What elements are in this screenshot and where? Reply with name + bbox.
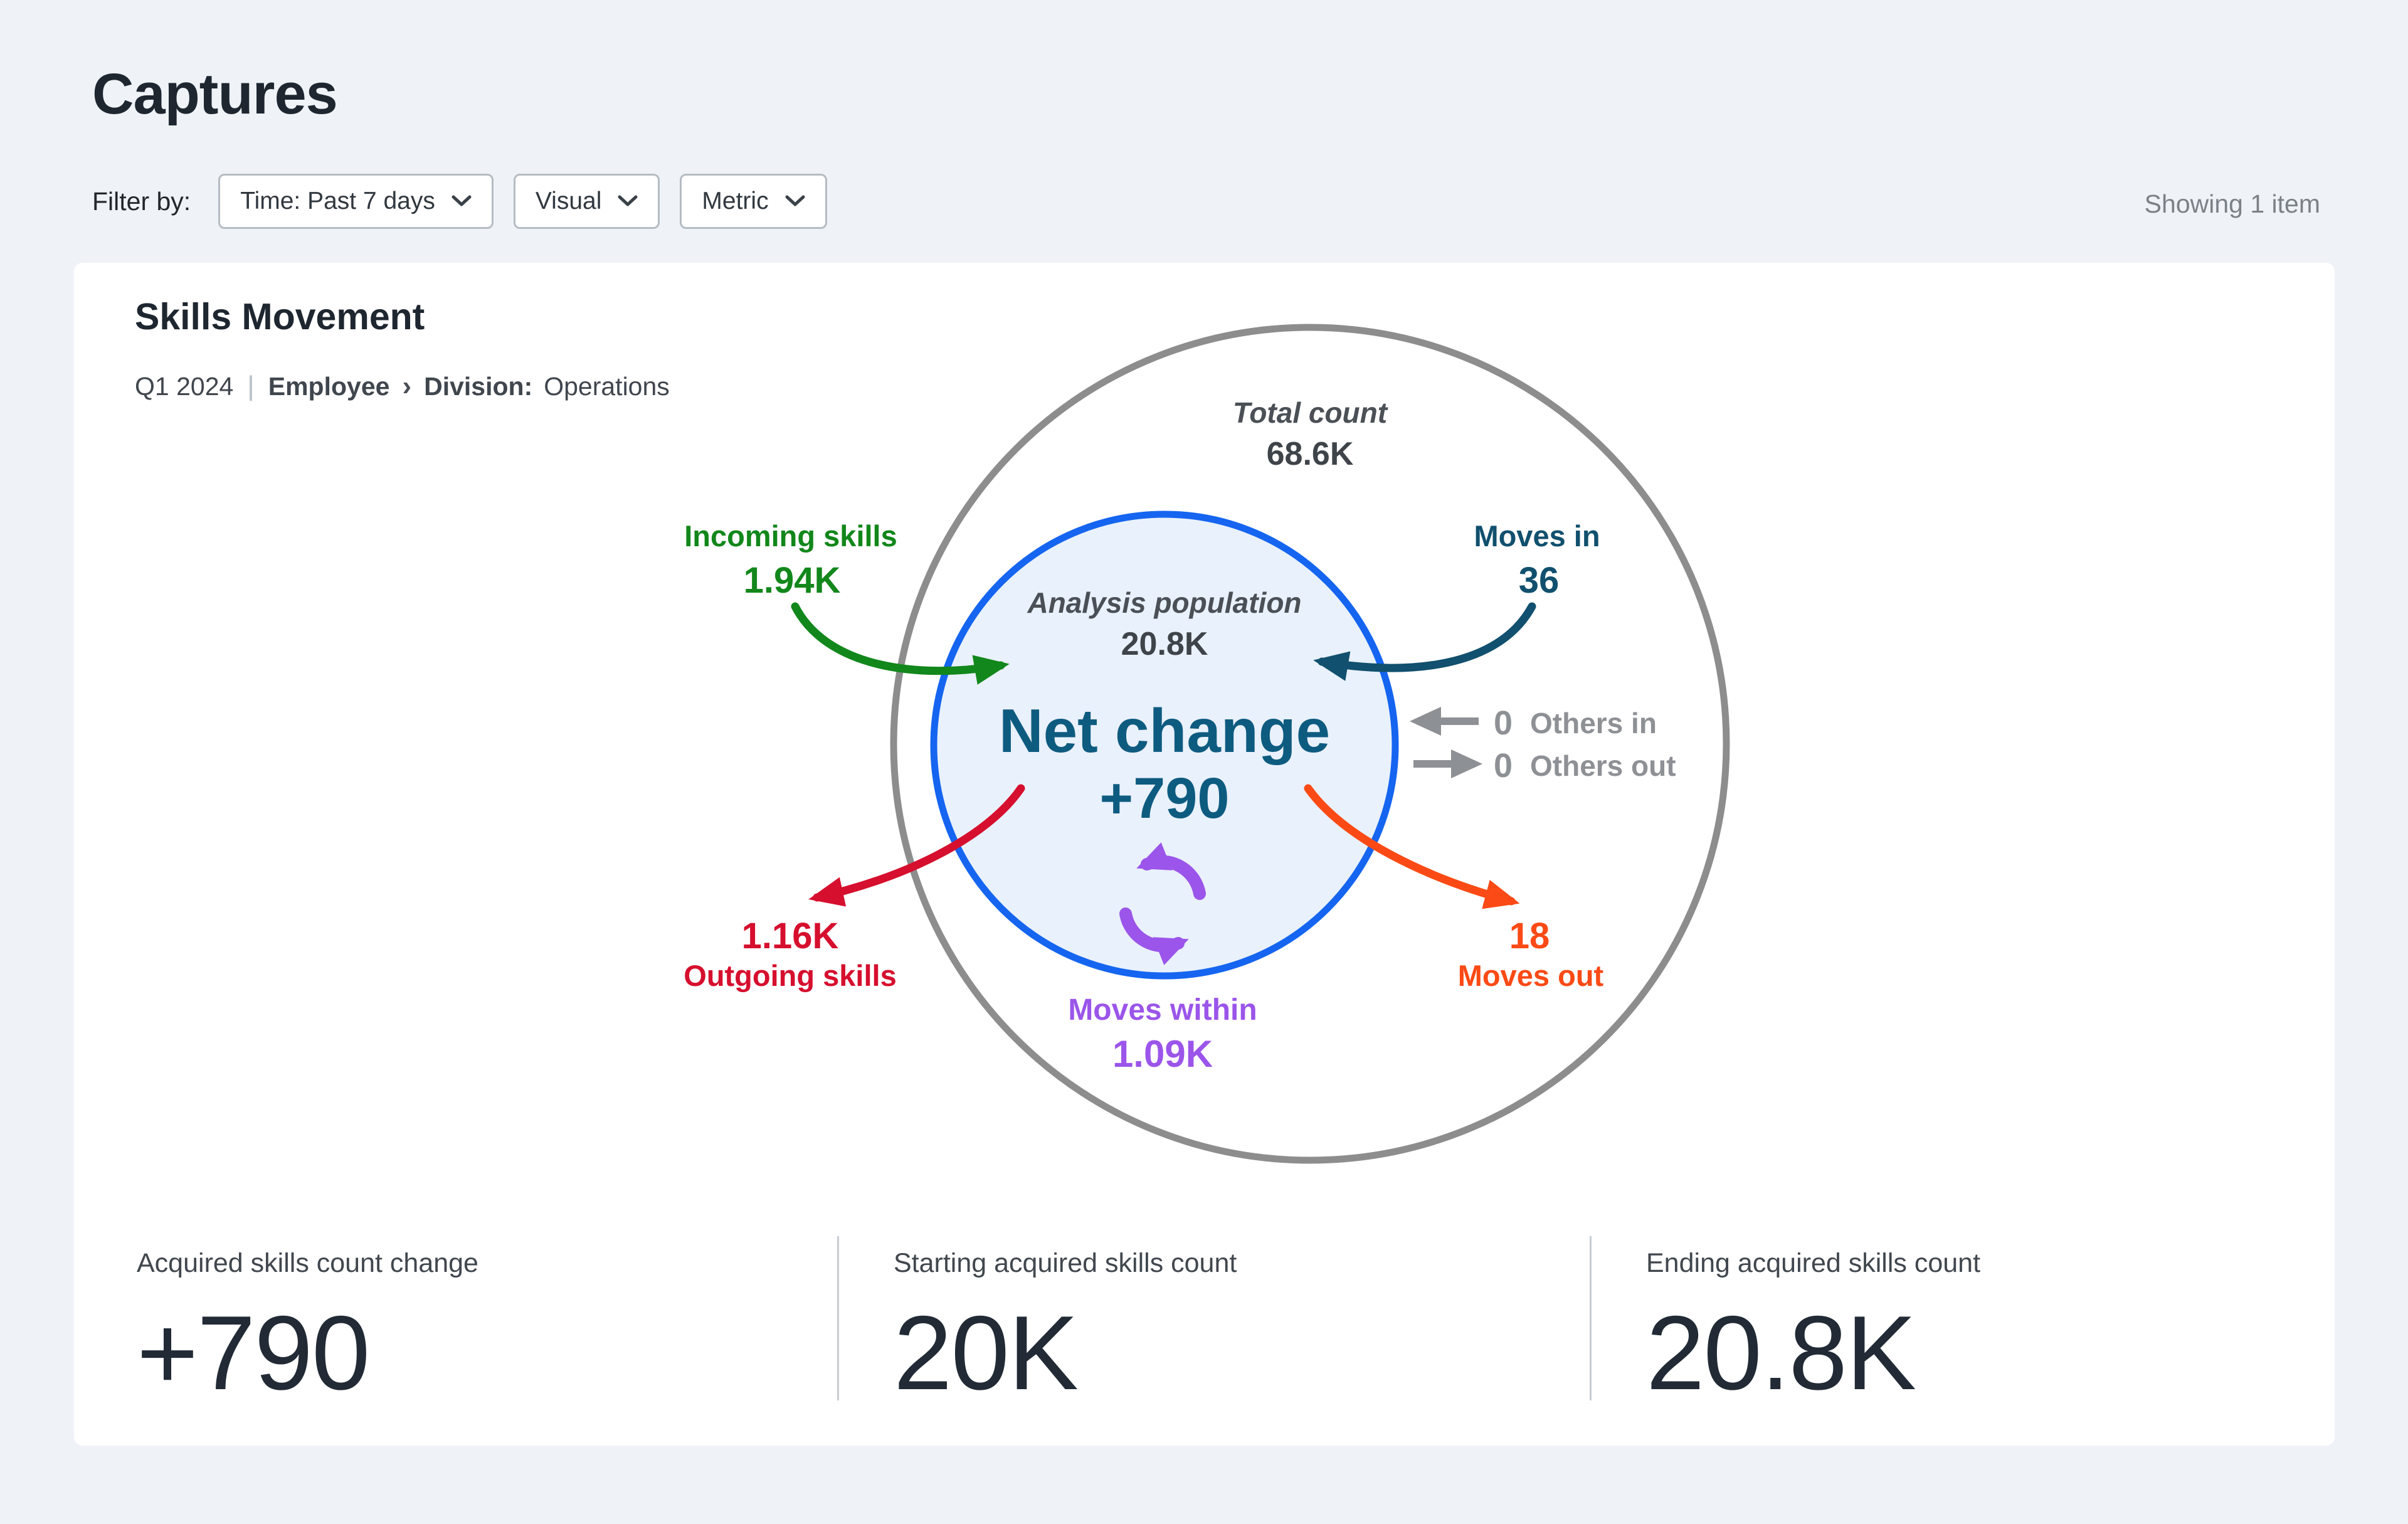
stat-value: +790	[137, 1293, 370, 1412]
outgoing-skills-label: Outgoing skills	[684, 959, 896, 992]
others-in-label: Others in	[1530, 707, 1657, 739]
chevron-down-icon	[785, 195, 805, 206]
card-subtitle: Q1 2024 | Employee › Division: Operation…	[135, 371, 670, 402]
time-filter-dropdown[interactable]: Time: Past 7 days	[218, 174, 494, 229]
metric-filter-value: Metric	[702, 188, 769, 214]
moves-out-label: Moves out	[1458, 959, 1604, 992]
showing-count: Showing 1 item	[2144, 189, 2320, 218]
stat-value: 20K	[894, 1293, 1079, 1412]
filter-bar: Filter by: Time: Past 7 days Visual Metr…	[92, 174, 827, 229]
card-title: Skills Movement	[135, 296, 425, 337]
outgoing-skills-value: 1.16K	[742, 916, 839, 956]
outgoing-skills-arrow	[808, 784, 1025, 907]
total-count-label: Total count	[1233, 396, 1388, 429]
net-change-label: Net change	[999, 696, 1330, 765]
net-change-value: +790	[1099, 766, 1229, 830]
metric-filter-dropdown[interactable]: Metric	[680, 174, 827, 229]
visual-filter-value: Visual	[535, 188, 602, 214]
stat-divider	[1590, 1236, 1592, 1400]
moves-within-label: Moves within	[1068, 993, 1257, 1027]
others-out-value: 0	[1494, 747, 1513, 785]
cycle-refresh-icon	[1119, 842, 1206, 965]
entity-label: Employee	[268, 371, 390, 401]
stat-value: 20.8K	[1646, 1293, 1916, 1412]
others-out-label: Others out	[1530, 749, 1676, 782]
stat-divider	[837, 1236, 839, 1400]
chevron-down-icon	[618, 195, 638, 206]
visual-filter-dropdown[interactable]: Visual	[513, 174, 660, 229]
analysis-population-value: 20.8K	[1121, 626, 1208, 662]
skills-movement-card: Skills Movement Q1 2024 | Employee › Div…	[74, 263, 2335, 1446]
stat-label: Acquired skills count change	[137, 1248, 478, 1278]
moves-within-value: 1.09K	[1112, 1033, 1213, 1075]
time-filter-value: Time: Past 7 days	[240, 188, 435, 214]
page-title: Captures	[92, 62, 338, 126]
moves-in-arrow	[1313, 602, 1536, 681]
chevron-down-icon	[452, 195, 472, 206]
dimension-label: Division:	[424, 371, 533, 401]
stat-label: Starting acquired skills count	[894, 1248, 1237, 1278]
skills-movement-diagram: Total count 68.6K Analysis population 20…	[684, 324, 1730, 1164]
subtitle-divider: |	[247, 371, 255, 401]
moves-out-arrow	[1304, 784, 1520, 909]
incoming-skills-value: 1.94K	[744, 560, 841, 601]
stat-label: Ending acquired skills count	[1646, 1248, 1981, 1278]
period-label: Q1 2024	[135, 371, 234, 401]
incoming-skills-arrow	[791, 602, 1010, 685]
analysis-population-circle	[930, 511, 1399, 980]
moves-out-value: 18	[1509, 916, 1550, 956]
analysis-population-label: Analysis population	[1027, 586, 1301, 619]
others-in-value: 0	[1494, 704, 1513, 742]
filter-by-label: Filter by:	[92, 186, 191, 216]
stat-starting-count: Starting acquired skills count 20K	[894, 1247, 1237, 1405]
stat-acquired-change: Acquired skills count change +790	[137, 1247, 478, 1405]
stat-ending-count: Ending acquired skills count 20.8K	[1646, 1247, 1980, 1405]
total-count-value: 68.6K	[1267, 436, 1354, 472]
moves-in-value: 36	[1519, 560, 1560, 601]
breadcrumb-chevron-icon: ›	[402, 371, 412, 401]
moves-in-label: Moves in	[1474, 519, 1600, 553]
total-population-circle	[890, 324, 1730, 1164]
incoming-skills-label: Incoming skills	[684, 519, 897, 553]
dimension-value: Operations	[544, 371, 670, 401]
